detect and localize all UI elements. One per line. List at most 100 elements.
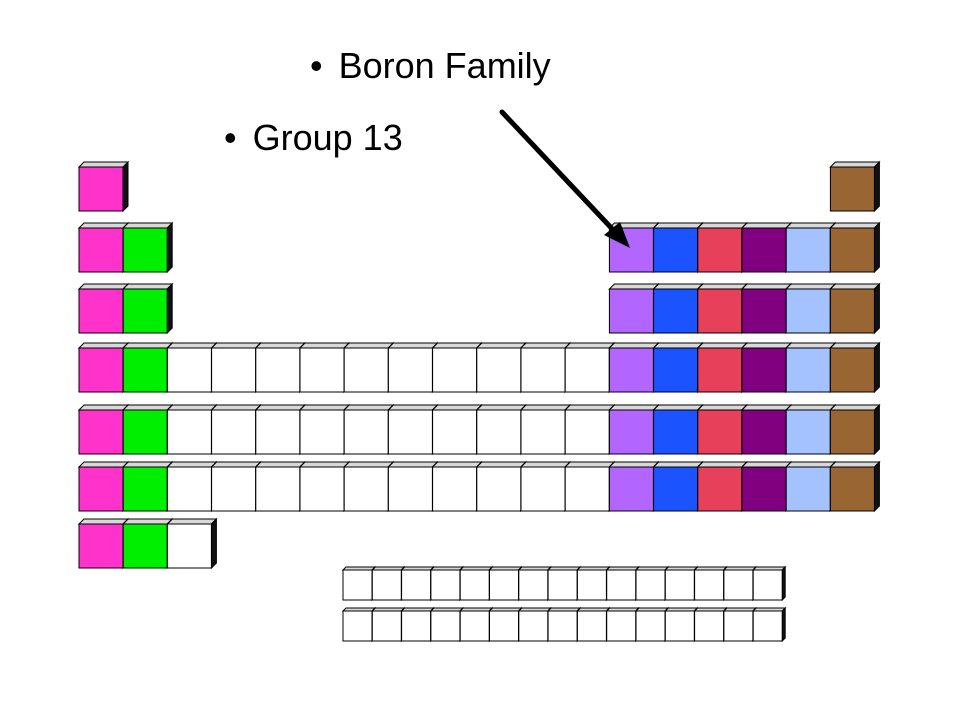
- transition-metals-cell-p4: [298, 341, 351, 394]
- alkaline-earth-cell-p7-top: [121, 518, 174, 525]
- boron-family-cell-p3: [608, 282, 660, 335]
- lanthanide-cell-6: [488, 565, 523, 602]
- carbon-family-cell-p2-face: [653, 227, 699, 273]
- noble-gases-cell-p3: [829, 282, 881, 335]
- actinide-cell-5: [458, 606, 494, 643]
- noble-gases-cell-p5-top: [829, 404, 881, 411]
- nitrogen-family-cell-p5-top: [696, 404, 749, 411]
- nitrogen-family-cell-p2-top: [696, 222, 749, 229]
- carbon-family-cell-p3-top: [652, 283, 704, 290]
- transition-metals-cell-p7-side: [210, 517, 217, 570]
- actinide-cell-4-face: [430, 610, 461, 642]
- transition-metals-cell-p5-top: [519, 404, 572, 411]
- lanthanide-cell-2-face: [371, 569, 402, 601]
- noble-gases-cell-p2-side: [873, 221, 880, 274]
- alkali-metals-cell-p6-face: [78, 466, 124, 512]
- transition-metals-cell-p6-top: [431, 461, 483, 468]
- carbon-family-cell-p4: [652, 341, 704, 394]
- oxygen-family-cell-p6: [740, 460, 793, 513]
- alkaline-earth-cell-p4-top: [121, 342, 174, 349]
- transition-metals-cell-p4-top: [166, 342, 218, 349]
- alkaline-earth-cell-p5: [121, 403, 174, 456]
- carbon-family-cell-p2-top: [652, 222, 704, 229]
- lanthanide-cell-12: [664, 565, 699, 602]
- transition-metals-cell-p6: [519, 460, 572, 513]
- alkaline-earth-cell-p3-face: [122, 288, 168, 334]
- alkaline-earth-cell-p5-top: [121, 404, 174, 411]
- oxygen-family-cell-p4-face: [741, 347, 787, 393]
- alkali-metals-cell-p4: [77, 341, 130, 394]
- transition-metals-cell-p4: [387, 341, 439, 394]
- transition-metals-cell-p6-face: [387, 466, 433, 512]
- actinide-cell-11: [634, 606, 670, 643]
- actinide-cell-14: [722, 606, 758, 643]
- transition-metals-cell-p5: [254, 403, 307, 456]
- alkali-metals-cell-p7: [77, 517, 130, 570]
- oxygen-family-cell-p4: [740, 341, 793, 394]
- alkali-metals-cell-p2: [77, 221, 130, 274]
- oxygen-family-cell-p3-face: [741, 288, 787, 334]
- actinide-cell-13: [693, 606, 728, 643]
- actinide-cell-7: [517, 606, 553, 643]
- transition-metals-cell-p4-face: [211, 347, 257, 393]
- noble-gases-cell-p6: [829, 460, 881, 513]
- transition-metals-cell-p5-face: [476, 409, 522, 455]
- transition-metals-cell-p6-face: [166, 466, 212, 512]
- carbon-family-cell-p5-top: [652, 404, 704, 411]
- actinide-cell-9-face: [576, 610, 607, 642]
- actinide-cell-14-face: [723, 610, 754, 642]
- transition-metals-cell-p5-top: [166, 404, 218, 411]
- alkaline-earth-cell-p3: [121, 282, 174, 335]
- transition-metals-cell-p4-top: [475, 342, 528, 349]
- transition-metals-cell-p6-top: [342, 461, 395, 468]
- boron-family-cell-p6-top: [608, 461, 660, 468]
- transition-metals-cell-p6-top: [166, 461, 218, 468]
- nitrogen-family-cell-p2-face: [697, 227, 743, 273]
- noble-gases-cell-p5-face: [829, 409, 875, 455]
- boron-family-bullet: •Boron Family: [310, 48, 551, 84]
- noble-gases-cell-p3-top: [829, 283, 881, 290]
- transition-metals-cell-p5: [342, 403, 395, 456]
- transition-metals-cell-p4-face: [520, 347, 566, 393]
- transition-metals-cell-p4: [563, 341, 616, 394]
- noble-gases-cell-p6-side: [873, 460, 880, 513]
- alkaline-earth-cell-p7-face: [122, 523, 168, 569]
- alkali-metals-cell-p2-top: [77, 222, 130, 229]
- alkali-metals-cell-p2-face: [78, 227, 124, 273]
- carbon-family-cell-p5: [652, 403, 704, 456]
- carbon-family-cell-p6-top: [652, 461, 704, 468]
- transition-metals-cell-p6-face: [299, 466, 345, 512]
- carbon-family-cell-p6: [652, 460, 704, 513]
- transition-metals-cell-p5-face: [520, 409, 566, 455]
- boron-family-cell-p5: [608, 403, 660, 456]
- oxygen-family-cell-p4-top: [740, 342, 793, 349]
- halogens-cell-p2-top: [784, 222, 837, 229]
- actinide-cell-11-face: [635, 610, 666, 642]
- alkaline-earth-cell-p2-top: [121, 222, 174, 229]
- carbon-family-cell-p3-face: [653, 288, 699, 334]
- alkali-metals-cell-p3: [77, 282, 130, 335]
- actinide-cell-10: [605, 606, 640, 643]
- transition-metals-cell-p4-top: [431, 342, 483, 349]
- transition-metals-cell-p6-face: [255, 466, 301, 512]
- transition-metals-cell-p5-face: [432, 409, 478, 455]
- transition-metals-cell-p4-top: [298, 342, 351, 349]
- transition-metals-cell-p5: [210, 403, 262, 456]
- halogens-cell-p6-face: [785, 466, 831, 512]
- halogens-cell-p6-top: [784, 461, 837, 468]
- carbon-family-cell-p5-face: [653, 409, 699, 455]
- pointer-arrow: [499, 109, 621, 238]
- noble-gases-cell-p5-side: [873, 403, 880, 456]
- carbon-family-cell-p4-top: [652, 342, 704, 349]
- actinide-cell-10-face: [606, 610, 637, 642]
- transition-metals-cell-p6: [387, 460, 439, 513]
- boron-family-cell-p4: [608, 341, 660, 394]
- alkaline-earth-cell-p2-face: [122, 227, 168, 273]
- noble-gases-cell-p4-side: [873, 341, 880, 394]
- nitrogen-family-cell-p3-face: [697, 288, 743, 334]
- lanthanide-cell-7-face: [518, 569, 549, 601]
- lanthanide-cell-8: [546, 565, 582, 602]
- transition-metals-cell-p6-face: [564, 466, 610, 512]
- boron-family-cell-p3-face: [608, 288, 654, 334]
- lanthanide-cell-13: [693, 565, 728, 602]
